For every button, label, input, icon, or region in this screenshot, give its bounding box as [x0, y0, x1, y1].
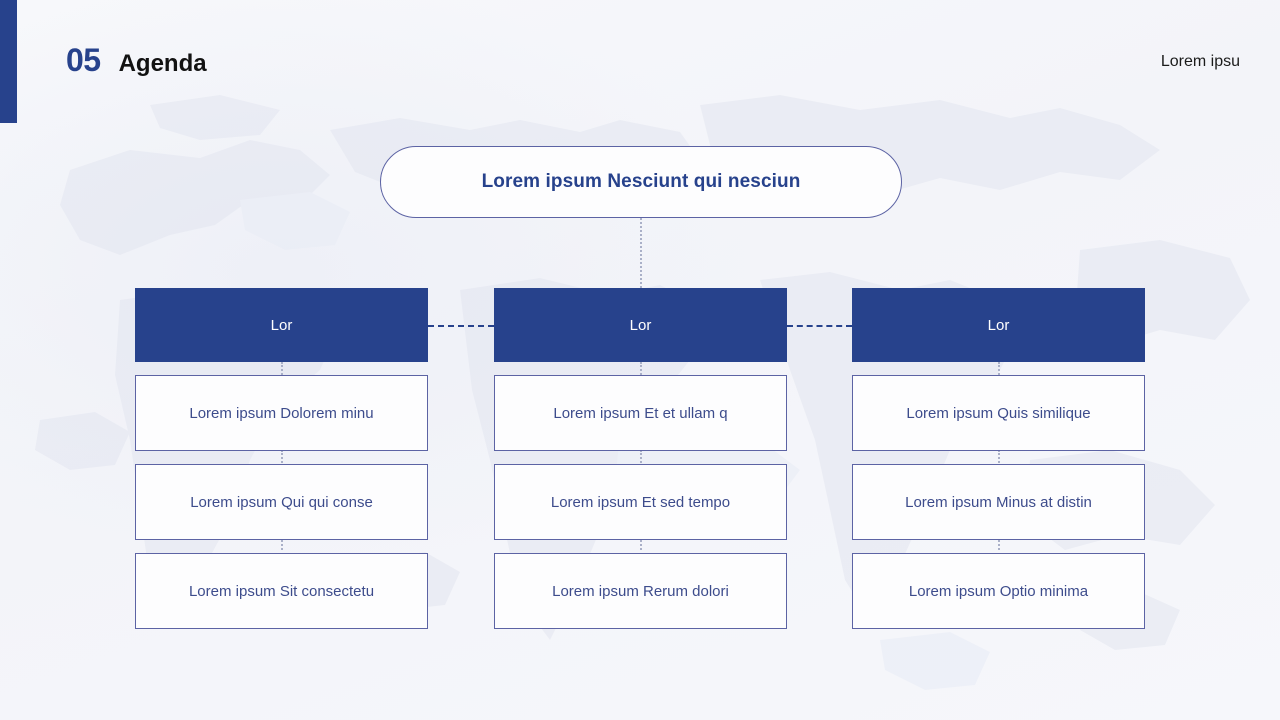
page-number: 05 [66, 42, 101, 78]
column-3-header-label: Lor [987, 316, 1010, 334]
root-node-label: Lorem ipsum Nesciunt qui nesciun [481, 171, 801, 192]
column-2-cell-2[interactable]: Lorem ipsum Et sed tempo [494, 464, 787, 540]
accent-bar [0, 0, 17, 123]
column-2-header[interactable]: Lor [494, 288, 787, 362]
column-3: Lor Lorem ipsum Quis similique Lorem ips… [852, 288, 1145, 629]
connector-col3-head-to-cell1 [998, 362, 1000, 375]
column-2-cell-1-label: Lorem ipsum Et et ullam q [553, 404, 728, 422]
column-3-cell-2[interactable]: Lorem ipsum Minus at distin [852, 464, 1145, 540]
page-title: Agenda [118, 50, 207, 77]
column-2-cell-1[interactable]: Lorem ipsum Et et ullam q [494, 375, 787, 451]
column-3-cell-1-label: Lorem ipsum Quis similique [906, 404, 1091, 422]
column-1-cell-1[interactable]: Lorem ipsum Dolorem minu [135, 375, 428, 451]
column-1: Lor Lorem ipsum Dolorem minu Lorem ipsum… [135, 288, 428, 629]
column-1-cell-2[interactable]: Lorem ipsum Qui qui conse [135, 464, 428, 540]
column-3-cell-3[interactable]: Lorem ipsum Optio minima [852, 553, 1145, 629]
column-2: Lor Lorem ipsum Et et ullam q Lorem ipsu… [494, 288, 787, 629]
column-3-cell-2-label: Lorem ipsum Minus at distin [905, 493, 1092, 511]
column-1-cell-3-label: Lorem ipsum Sit consectetu [188, 582, 375, 600]
connector-head-2-to-3 [787, 325, 852, 327]
column-3-header[interactable]: Lor [852, 288, 1145, 362]
connector-col2-head-to-cell1 [640, 362, 642, 375]
column-1-header-label: Lor [270, 316, 293, 334]
column-2-cell-3[interactable]: Lorem ipsum Rerum dolori [494, 553, 787, 629]
column-2-cell-3-label: Lorem ipsum Rerum dolori [552, 582, 729, 600]
header-right-text: Lorem ipsu [1160, 53, 1240, 70]
column-2-header-label: Lor [629, 316, 652, 334]
connector-col3-cell1-to-cell2 [998, 450, 1000, 463]
connector-col1-head-to-cell1 [281, 362, 283, 375]
column-1-header[interactable]: Lor [135, 288, 428, 362]
connector-head-1-to-2 [428, 325, 494, 327]
column-1-cell-3[interactable]: Lorem ipsum Sit consectetu [135, 553, 428, 629]
connector-col2-cell2-to-cell3 [640, 537, 642, 550]
connector-col3-cell2-to-cell3 [998, 537, 1000, 550]
column-2-cell-2-label: Lorem ipsum Et sed tempo [550, 493, 731, 511]
connector-col1-cell2-to-cell3 [281, 537, 283, 550]
connector-root-to-column-2 [640, 218, 642, 288]
column-1-cell-1-label: Lorem ipsum Dolorem minu [189, 404, 374, 422]
connector-col2-cell1-to-cell2 [640, 450, 642, 463]
page-header: 05 Agenda [66, 44, 207, 76]
column-1-cell-2-label: Lorem ipsum Qui qui conse [190, 493, 373, 511]
column-3-cell-1[interactable]: Lorem ipsum Quis similique [852, 375, 1145, 451]
column-3-cell-3-label: Lorem ipsum Optio minima [908, 582, 1089, 600]
connector-col1-cell1-to-cell2 [281, 450, 283, 463]
root-node[interactable]: Lorem ipsum Nesciunt qui nesciun [380, 146, 902, 218]
